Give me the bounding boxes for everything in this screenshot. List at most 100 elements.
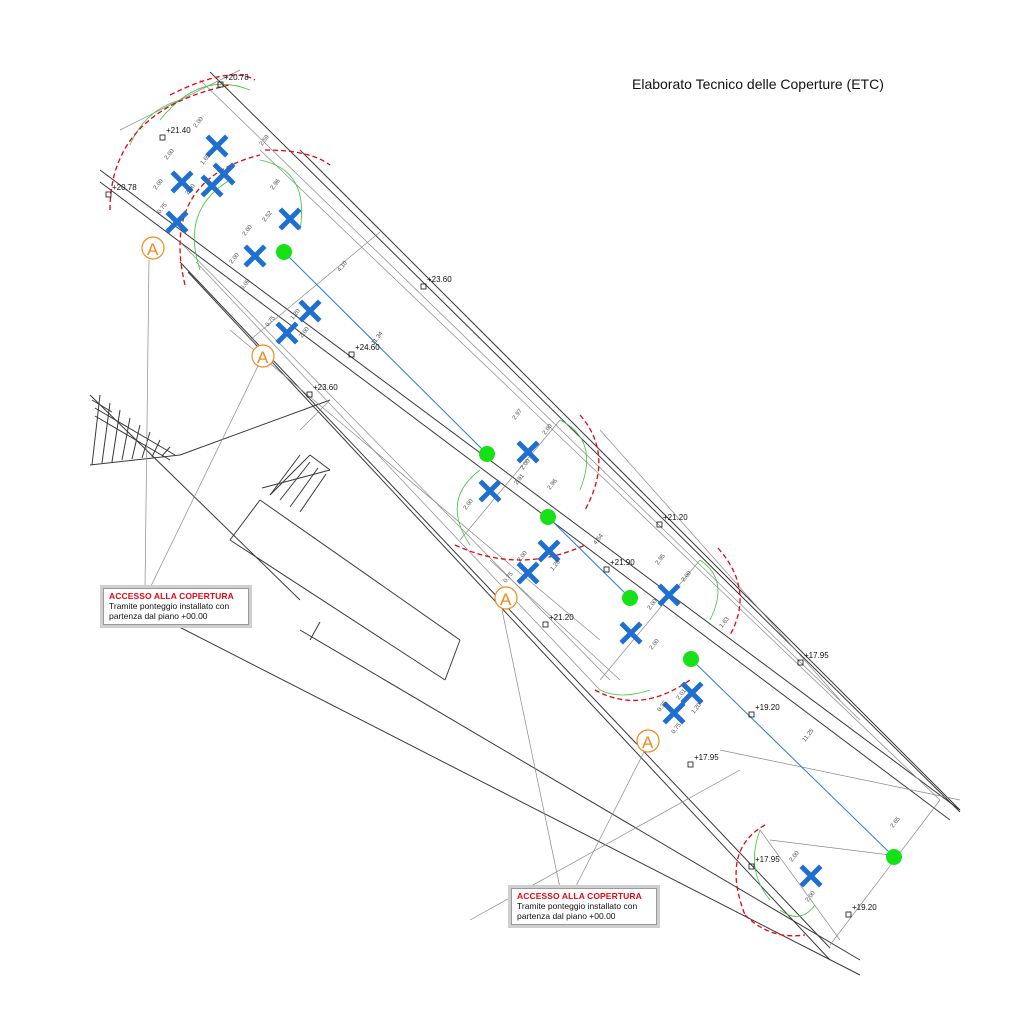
anchor-cross-icon (243, 244, 267, 268)
dimension-label: 2.91 (514, 473, 526, 486)
leader-lines (144, 259, 645, 889)
dimension-label: 5.09 (240, 278, 252, 291)
anchor-cross-icon (170, 170, 194, 194)
dimension-label: 2.00 (805, 890, 817, 903)
access-symbol: A (636, 729, 660, 753)
anchor-cross-icon (657, 583, 681, 607)
elevation-marker: +17.95 (748, 855, 780, 870)
anchor-point (622, 590, 638, 606)
dimension-label: 2.00 (193, 116, 205, 129)
svg-text:A: A (500, 590, 512, 609)
dimension-labels: 2.002.592.002.001.652.000.752.962.522.00… (153, 116, 902, 903)
elevation-marker: +19.20 (748, 703, 780, 718)
elevation-marker: +19.20 (845, 903, 877, 918)
dimension-label: 1.63 (719, 616, 731, 629)
elevation-marker: +17.95 (797, 651, 829, 666)
anchor-point (276, 244, 292, 260)
anchor-cross-icon (205, 134, 229, 158)
svg-text:A: A (642, 733, 654, 752)
dimension-label: 2.96 (547, 478, 559, 491)
svg-text:+21.20: +21.20 (663, 513, 688, 522)
lifeline-segment (283, 251, 488, 455)
svg-text:+17.95: +17.95 (804, 651, 829, 660)
clearance-zone-arcs (109, 74, 806, 937)
svg-text:+20.78: +20.78 (224, 73, 249, 82)
access-note-1: ACCESSO ALLA COPERTURA Tramite ponteggio… (100, 585, 252, 628)
svg-text:+24.60: +24.60 (355, 343, 380, 352)
svg-text:+19.20: +19.20 (755, 703, 780, 712)
dimension-label: 1.20 (550, 559, 562, 572)
elevation-marker: +21.90 (603, 558, 635, 573)
dimension-label: 2.00 (153, 178, 165, 191)
access-symbols: A A A A (141, 236, 660, 753)
elevation-marker: +17.95 (687, 753, 719, 768)
dimension-label: 2.65 (890, 816, 902, 829)
building-outline (89, 69, 961, 976)
elevation-markers: +20.78 +21.40 +20.78 +23.60 +24.60 +23.60 +21.… (105, 73, 877, 918)
lifeline-segment (690, 658, 895, 858)
access-note-heading: ACCESSO ALLA COPERTURA (517, 891, 642, 901)
svg-text:+23.60: +23.60 (313, 383, 338, 392)
svg-text:+19.20: +19.20 (852, 903, 877, 912)
elevation-marker: +21.20 (542, 613, 574, 628)
anchor-cross-icon (212, 162, 236, 186)
fall-zone-arcs (129, 83, 816, 917)
svg-text:+21.40: +21.40 (166, 126, 191, 135)
dimension-label: 2.00 (299, 326, 311, 339)
elevation-marker: +23.60 (420, 275, 452, 290)
stairs (91, 394, 331, 513)
svg-text:+21.20: +21.20 (549, 613, 574, 622)
dimension-label: 2.00 (789, 850, 801, 863)
anchor-point (683, 651, 699, 667)
anchor-cross-icon (275, 321, 299, 345)
dimension-label: 2.00 (681, 570, 693, 583)
dimension-label: 2.00 (649, 638, 661, 651)
elevation-marker: +21.40 (159, 126, 191, 141)
elevation-marker: +23.60 (306, 383, 338, 398)
dimension-label: 2.96 (270, 178, 282, 191)
svg-text:+23.60: +23.60 (427, 275, 452, 284)
dimension-label: 2.52 (262, 210, 274, 223)
dimension-label: 0.75 (265, 315, 277, 328)
page-title: Elaborato Tecnico delle Coperture (ETC) (632, 76, 884, 92)
anchor-cross-icon (662, 701, 686, 725)
anchor-crosses (165, 134, 823, 888)
access-note-line: partenza dal piano +00.00 (517, 911, 616, 921)
elevation-marker: +20.78 (105, 183, 137, 198)
svg-text:+17.95: +17.95 (694, 753, 719, 762)
anchor-cross-icon (799, 864, 823, 888)
svg-text:+17.95: +17.95 (755, 855, 780, 864)
dimension-label: 2.95 (655, 553, 667, 566)
anchor-cross-icon (680, 681, 704, 705)
dimension-label: 2.59 (259, 134, 271, 147)
anchor-cross-icon (619, 621, 643, 645)
dimension-label: 2.00 (164, 148, 176, 161)
anchor-cross-icon (516, 440, 540, 464)
anchor-cross-icon (298, 299, 322, 323)
access-symbol: A (251, 344, 275, 368)
anchor-point (479, 446, 495, 462)
access-note-line: Tramite ponteggio installato con (517, 901, 638, 911)
anchor-cross-icon (537, 539, 561, 563)
dimension-label: 4.10 (337, 260, 349, 273)
access-note-line: Tramite ponteggio installato con (109, 601, 230, 611)
access-symbol: A (141, 236, 165, 260)
anchor-points (276, 244, 902, 865)
access-symbol: A (494, 586, 518, 610)
dimension-label: 2.97 (512, 408, 524, 421)
dimension-label: 11.25 (802, 728, 816, 744)
anchor-cross-icon (165, 210, 189, 234)
dimension-label: 2.00 (229, 252, 241, 265)
elevation-marker: +20.78 (217, 73, 249, 88)
access-note-heading: ACCESSO ALLA COPERTURA (109, 591, 234, 601)
anchor-point (886, 849, 902, 865)
elevation-marker: +24.60 (348, 343, 380, 358)
lifelines (283, 251, 895, 858)
svg-text:A: A (257, 348, 269, 367)
anchor-point (540, 509, 556, 525)
svg-text:A: A (147, 240, 159, 259)
elevation-marker: +21.20 (656, 513, 688, 528)
svg-text:+21.90: +21.90 (610, 558, 635, 567)
svg-text:+20.78: +20.78 (112, 183, 137, 192)
